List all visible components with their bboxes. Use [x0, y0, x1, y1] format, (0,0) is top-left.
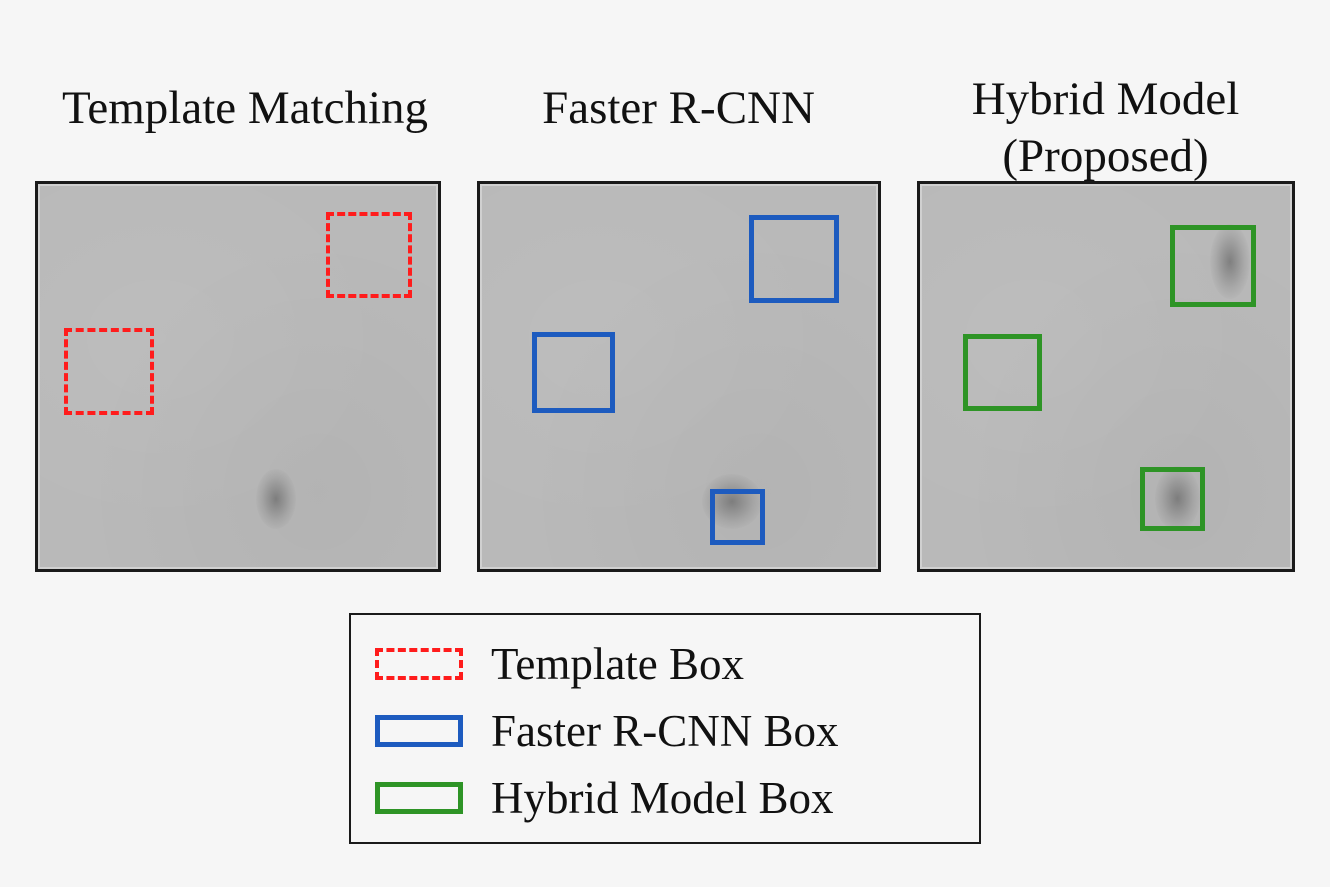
legend-item-faster-rcnn: Faster R-CNN Box — [351, 704, 979, 764]
legend-label: Template Box — [491, 639, 745, 689]
panel-hybrid-model — [917, 181, 1295, 572]
faster-rcnn-box-swatch — [375, 715, 463, 747]
panel-faster-rcnn — [477, 181, 881, 572]
defect-blob — [1210, 224, 1250, 299]
faster-rcnn-box — [749, 215, 839, 303]
defect-blob — [1155, 466, 1200, 531]
panel-subtitle-proposed: (Proposed) — [1002, 130, 1209, 182]
hybrid-model-box — [963, 334, 1042, 411]
defect-blob — [256, 469, 296, 529]
template-box — [64, 328, 154, 415]
legend: Template Box Faster R-CNN Box Hybrid Mod… — [349, 613, 981, 844]
grayscale-image — [38, 184, 438, 569]
panel-template-matching — [35, 181, 441, 572]
panel-title-faster-rcnn: Faster R-CNN — [542, 82, 815, 134]
faster-rcnn-box — [532, 332, 615, 413]
legend-label: Hybrid Model Box — [491, 773, 834, 823]
panel-title-hybrid-model: Hybrid Model — [971, 73, 1240, 125]
panel-title-template-matching: Template Matching — [61, 82, 429, 134]
legend-label: Faster R-CNN Box — [491, 706, 839, 756]
hybrid-model-box — [1140, 467, 1205, 531]
template-box — [326, 212, 412, 298]
legend-item-hybrid-model: Hybrid Model Box — [351, 771, 979, 831]
legend-item-template: Template Box — [351, 637, 979, 697]
hybrid-model-box-swatch — [375, 782, 463, 814]
grayscale-image — [480, 184, 878, 569]
faster-rcnn-box — [710, 489, 765, 545]
template-box-swatch — [375, 648, 463, 680]
hybrid-model-box — [1170, 225, 1256, 307]
